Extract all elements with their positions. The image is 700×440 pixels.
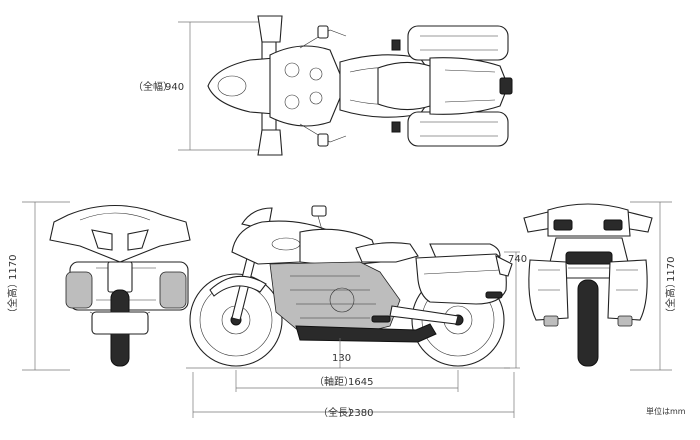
length-label: （全長） [318,406,358,419]
ground-clearance-value: 130 [332,353,351,364]
width-dimension-label: （全幅） [133,80,173,93]
front-height-label: （全高） [6,278,19,318]
unit-note: 単位はmm [646,406,686,416]
front-view: （全高） 1170 [6,201,191,371]
seat-height-value: 740 [508,254,527,265]
side-view: 740 130 （軸距） 1645 （全長） 2380 [186,205,527,419]
wheelbase-value: 1645 [348,377,373,388]
width-dimension-value: 940 [165,82,184,93]
length-value: 2380 [348,408,373,419]
rear-height-value: 1170 [666,257,677,282]
rear-height-label: （全高） [664,278,677,318]
front-height-value: 1170 [8,255,19,280]
rear-view: （全高） 1170 [523,201,677,371]
wheelbase-label: （軸距） [314,375,354,388]
top-view: （全幅） 940 [133,15,513,156]
